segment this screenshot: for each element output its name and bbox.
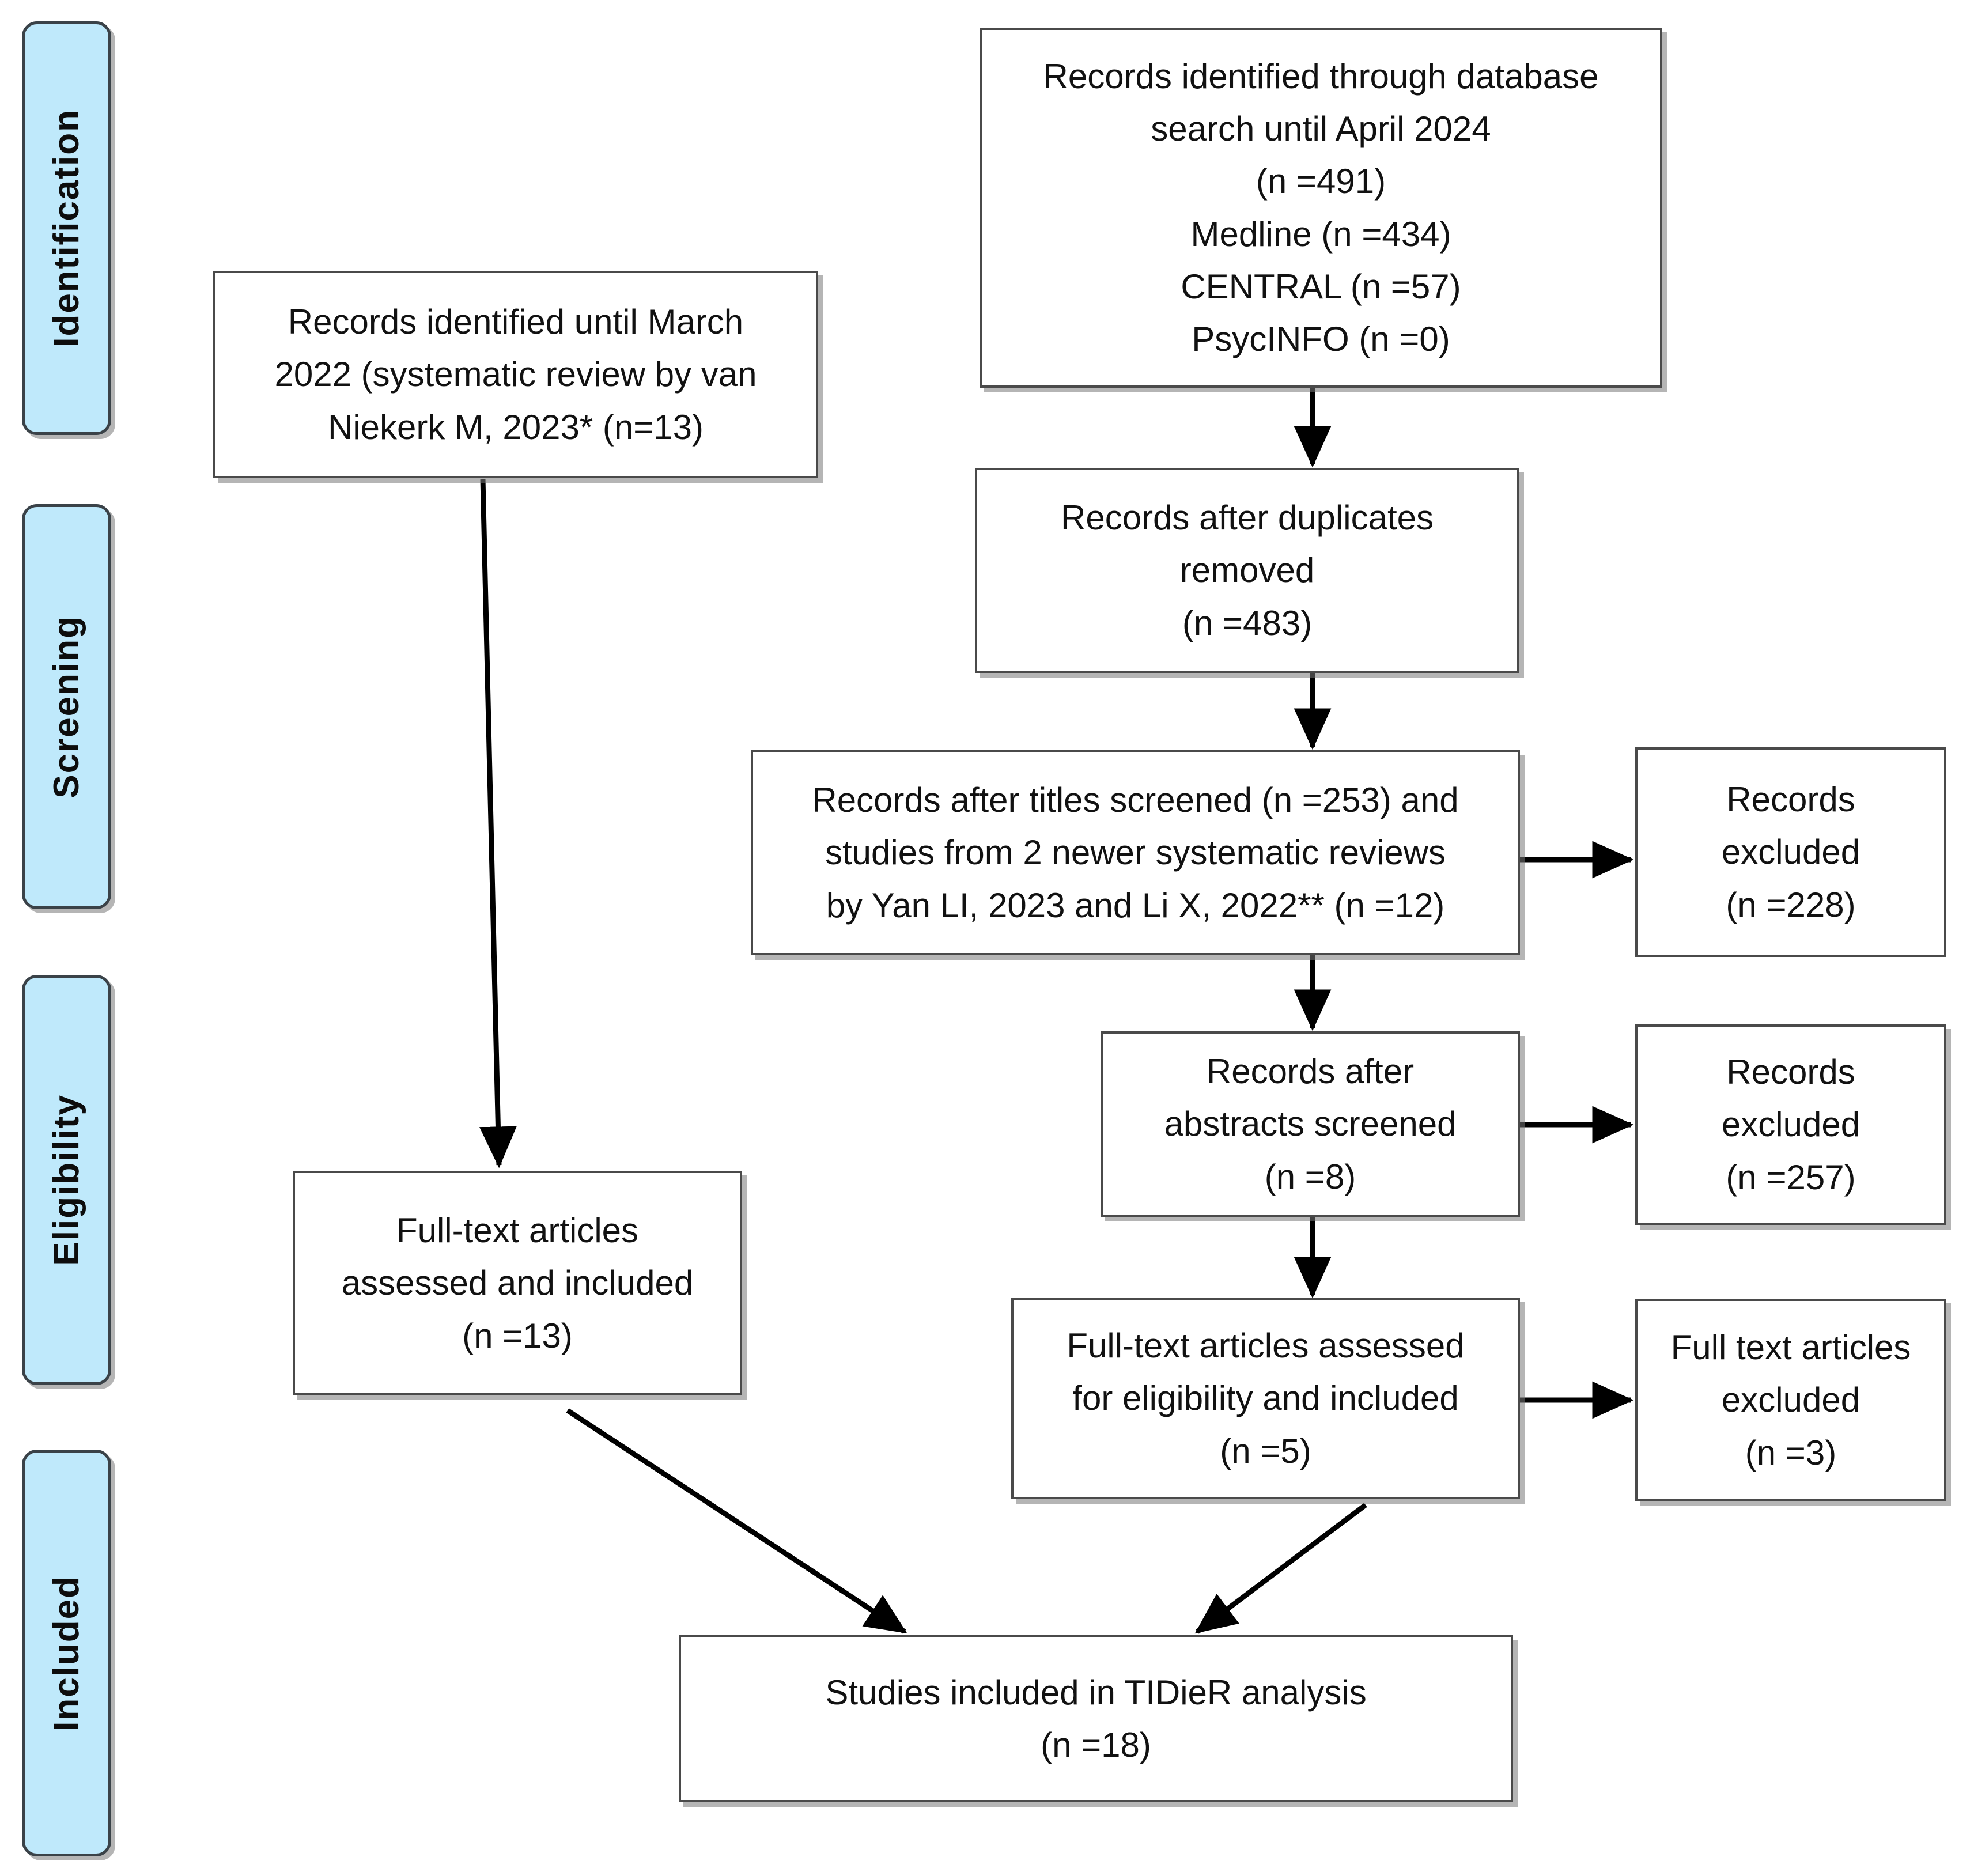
node-fulltext-excluded[interactable]: Full text articles excluded (n =3) — [1635, 1299, 1946, 1501]
node-fulltext-assessed-right[interactable]: Full-text articles assessed for eligibil… — [1011, 1298, 1520, 1499]
node-prior-systematic-review[interactable]: Records identified until March 2022 (sys… — [213, 271, 818, 478]
stage-tab-eligibility-label: Eligibility — [47, 1094, 86, 1266]
node-records-excluded-titles-text: Records excluded (n =228) — [1721, 780, 1860, 924]
node-final-included-text: Studies included in TIDieR analysis (n =… — [825, 1673, 1367, 1764]
stage-tab-eligibility[interactable]: Eligibility — [22, 975, 111, 1385]
node-database-search-text: Records identified through database sear… — [1043, 56, 1599, 358]
node-titles-screened[interactable]: Records after titles screened (n =253) a… — [751, 750, 1520, 955]
stage-tab-screening[interactable]: Screening — [22, 504, 111, 909]
arrow-fulltext-left-to-final — [566, 1408, 907, 1634]
node-fulltext-assessed-left[interactable]: Full-text articles assessed and included… — [293, 1171, 742, 1395]
node-final-included[interactable]: Studies included in TIDieR analysis (n =… — [679, 1635, 1513, 1802]
node-fulltext-assessed-left-text: Full-text articles assessed and included… — [341, 1211, 694, 1355]
arrow-fulltext-right-to-final — [1194, 1503, 1367, 1634]
arrow-prior-to-fulltext-left — [479, 479, 517, 1168]
node-fulltext-excluded-text: Full text articles excluded (n =3) — [1670, 1328, 1911, 1472]
node-abstracts-screened-text: Records after abstracts screened (n =8) — [1164, 1052, 1457, 1196]
node-duplicates-removed-text: Records after duplicates removed (n =483… — [1061, 498, 1434, 642]
stage-tab-included[interactable]: Included — [22, 1450, 111, 1856]
node-abstracts-screened[interactable]: Records after abstracts screened (n =8) — [1101, 1031, 1520, 1217]
node-duplicates-removed[interactable]: Records after duplicates removed (n =483… — [975, 468, 1519, 673]
stage-tab-identification[interactable]: Identification — [22, 21, 111, 435]
stage-tab-included-label: Included — [47, 1575, 86, 1731]
stage-tab-identification-label: Identification — [47, 109, 86, 347]
node-prior-systematic-review-text: Records identified until March 2022 (sys… — [274, 302, 757, 447]
stage-tab-screening-label: Screening — [47, 615, 86, 799]
node-records-excluded-abstracts[interactable]: Records excluded (n =257) — [1635, 1024, 1946, 1225]
node-database-search[interactable]: Records identified through database sear… — [980, 28, 1662, 388]
node-titles-screened-text: Records after titles screened (n =253) a… — [812, 781, 1459, 925]
node-records-excluded-titles[interactable]: Records excluded (n =228) — [1635, 747, 1946, 957]
node-records-excluded-abstracts-text: Records excluded (n =257) — [1721, 1053, 1860, 1197]
node-fulltext-assessed-right-text: Full-text articles assessed for eligibil… — [1067, 1326, 1465, 1470]
